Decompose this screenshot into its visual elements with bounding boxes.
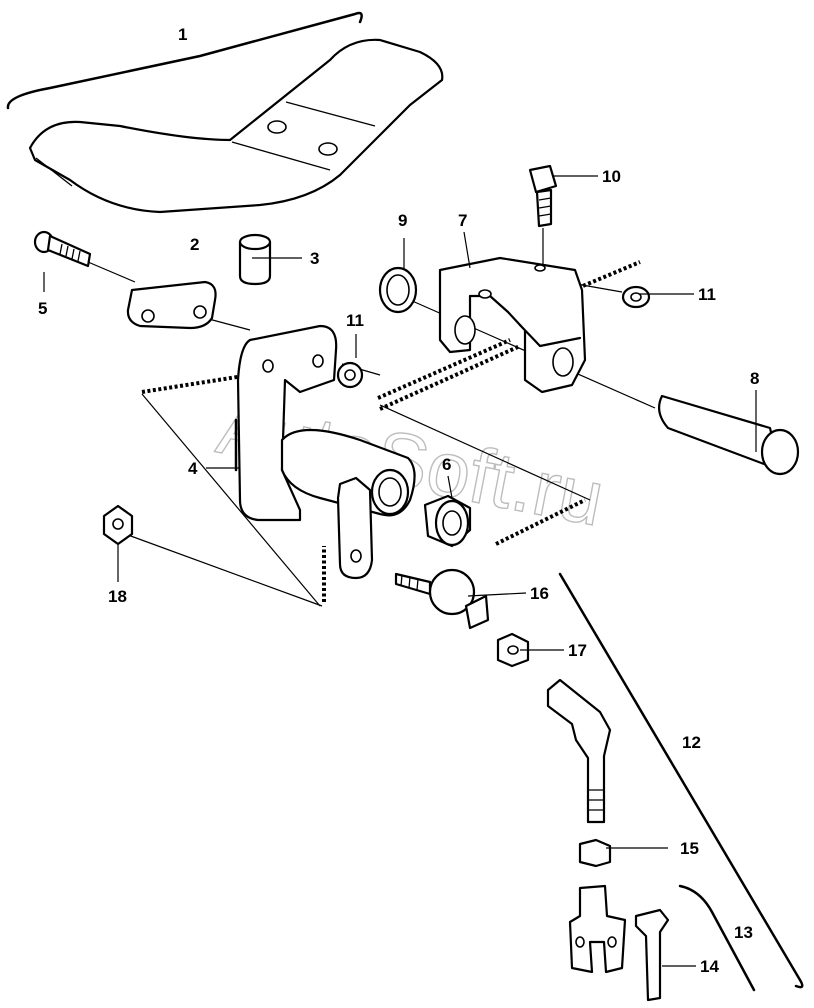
callout-7: 7 (458, 211, 467, 230)
clevis (568, 884, 627, 974)
callout-10: 10 (602, 167, 621, 186)
callout-18: 18 (108, 587, 127, 606)
part-1-plate (28, 38, 444, 214)
callout-14: 14 (700, 957, 719, 976)
part-11-nut-left (336, 361, 364, 389)
callout-16: 16 (530, 584, 549, 603)
callout-6: 6 (442, 455, 451, 474)
part-16-ball-stud (394, 568, 490, 630)
callout-15: 15 (680, 839, 699, 858)
callout-11-left: 11 (346, 311, 364, 330)
callout-2: 2 (190, 235, 199, 254)
callout-8: 8 (750, 369, 759, 388)
callout-4: 4 (188, 459, 198, 478)
part-10-bolt (528, 164, 558, 228)
part-17-nut (496, 632, 530, 668)
part-18-nut (102, 504, 134, 546)
part-2-small-plate (126, 280, 217, 330)
part-6-bush (423, 494, 472, 548)
callout-9: 9 (398, 211, 407, 230)
part-14-clip (634, 908, 670, 1002)
part-8-pin (657, 394, 800, 476)
callout-11-right: 11 (698, 285, 716, 304)
callout-3: 3 (310, 249, 319, 268)
callout-17: 17 (568, 641, 587, 660)
braces (6, 11, 804, 992)
part-9-ring (378, 266, 418, 314)
callout-1: 1 (178, 25, 187, 44)
part-15-nut (578, 838, 612, 868)
callout-leaders (43, 175, 757, 967)
part-5-bolt (33, 230, 92, 268)
callout-12: 12 (682, 733, 701, 752)
part-7-yoke-bracket (438, 256, 587, 394)
part-3-bushing (238, 233, 272, 286)
assembly-dashed-lines (141, 260, 641, 602)
part-11-nut-right (621, 285, 651, 309)
callout-5: 5 (38, 299, 47, 318)
control-rod (546, 678, 612, 824)
part-4-bracket (236, 324, 416, 580)
callout-13: 13 (734, 923, 753, 942)
